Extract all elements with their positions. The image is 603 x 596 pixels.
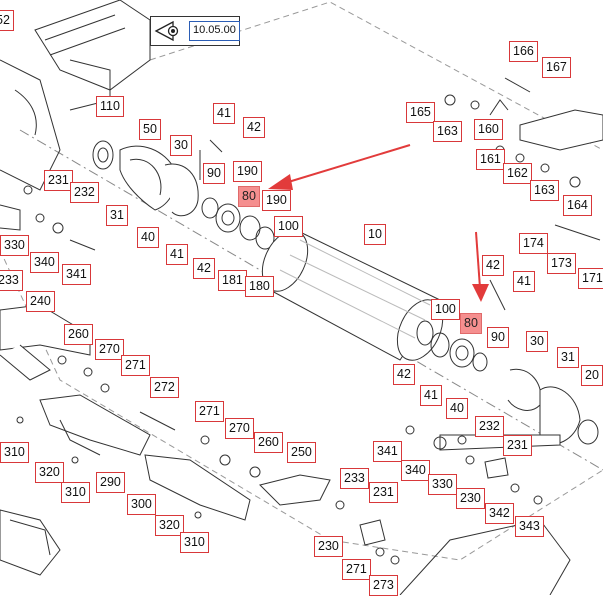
part-label[interactable]: 90 xyxy=(203,163,225,184)
part-label[interactable]: 161 xyxy=(476,149,505,170)
part-label[interactable]: 260 xyxy=(64,324,93,345)
part-label[interactable]: 100 xyxy=(274,216,303,237)
part-label[interactable]: 310 xyxy=(0,442,29,463)
part-label[interactable]: 180 xyxy=(245,276,274,297)
part-label[interactable]: 270 xyxy=(95,339,124,360)
part-label[interactable]: 165 xyxy=(406,102,435,123)
part-label[interactable]: 42 xyxy=(193,258,215,279)
part-label[interactable]: 310 xyxy=(61,482,90,503)
main-roller xyxy=(261,230,444,361)
mount-left xyxy=(0,185,96,251)
center-axis xyxy=(19,129,603,471)
part-label[interactable]: 40 xyxy=(446,398,468,419)
part-label[interactable]: 42 xyxy=(393,364,415,385)
eye-view-icon xyxy=(154,20,179,42)
part-label[interactable]: 31 xyxy=(106,205,128,226)
part-label[interactable]: 42 xyxy=(482,255,504,276)
part-label[interactable]: 230 xyxy=(314,536,343,557)
part-label-highlighted[interactable]: 80 xyxy=(460,313,482,334)
part-label[interactable]: 110 xyxy=(96,96,124,117)
part-label[interactable]: 100 xyxy=(431,299,460,320)
bearing-stack-right xyxy=(430,279,599,445)
parts-lower-right xyxy=(335,425,571,595)
part-label[interactable]: 270 xyxy=(225,418,254,439)
part-label[interactable]: 41 xyxy=(166,244,188,265)
seal-plate-left xyxy=(164,163,199,217)
part-label[interactable]: 164 xyxy=(563,195,592,216)
part-label[interactable]: 271 xyxy=(121,355,150,376)
part-label[interactable]: 310 xyxy=(180,532,209,553)
part-label[interactable]: 340 xyxy=(30,252,59,273)
part-label[interactable]: 167 xyxy=(542,57,571,78)
part-label[interactable]: 290 xyxy=(96,472,125,493)
part-label[interactable]: 174 xyxy=(519,233,548,254)
part-label-highlighted[interactable]: 80 xyxy=(238,186,260,207)
part-label[interactable]: 271 xyxy=(195,401,224,422)
part-label[interactable]: 231 xyxy=(44,170,73,191)
part-label[interactable]: 173 xyxy=(547,253,576,274)
part-label[interactable]: 163 xyxy=(530,180,559,201)
part-label[interactable]: 40 xyxy=(137,227,159,248)
version-number: 10.05.00 xyxy=(189,21,240,41)
part-label[interactable]: 232 xyxy=(70,182,99,203)
part-label[interactable]: 41 xyxy=(513,271,535,292)
part-label[interactable]: 250 xyxy=(287,442,316,463)
part-label[interactable]: 10 xyxy=(364,224,386,245)
part-label[interactable]: 233 xyxy=(340,468,369,489)
part-label[interactable]: 272 xyxy=(150,377,179,398)
part-label[interactable]: 20 xyxy=(581,365,603,386)
bracket-upper-right xyxy=(444,77,603,241)
part-label[interactable]: 41 xyxy=(213,103,235,124)
part-label[interactable]: 181 xyxy=(218,270,247,291)
bearing-housing-left xyxy=(92,140,177,211)
arrow-to-80-left xyxy=(268,144,411,190)
part-label[interactable]: 340 xyxy=(401,460,430,481)
part-label[interactable]: 166 xyxy=(509,41,538,62)
part-label[interactable]: 342 xyxy=(485,503,514,524)
part-label[interactable]: 330 xyxy=(428,474,457,495)
arrow-to-80-right xyxy=(472,231,489,302)
part-label[interactable]: 232 xyxy=(475,416,504,437)
part-label[interactable]: 300 xyxy=(127,494,156,515)
part-label[interactable]: 231 xyxy=(503,435,532,456)
part-label[interactable]: 30 xyxy=(170,135,192,156)
part-label[interactable]: 190 xyxy=(262,190,291,211)
part-label[interactable]: 330 xyxy=(0,235,29,256)
part-label[interactable]: 162 xyxy=(503,163,532,184)
part-label[interactable]: 31 xyxy=(557,347,579,368)
part-label[interactable]: 341 xyxy=(373,441,402,462)
part-label[interactable]: 171 xyxy=(578,268,603,289)
part-label[interactable]: 233 xyxy=(0,270,23,291)
part-label[interactable]: 260 xyxy=(254,432,283,453)
bearing-stack-left xyxy=(199,139,275,250)
part-label[interactable]: 160 xyxy=(474,119,503,140)
part-label[interactable]: 320 xyxy=(35,462,64,483)
part-label[interactable]: 42 xyxy=(243,117,265,138)
part-label[interactable]: 41 xyxy=(420,385,442,406)
part-label[interactable]: 343 xyxy=(515,516,544,537)
part-label[interactable]: 230 xyxy=(456,488,485,509)
part-label[interactable]: 190 xyxy=(233,161,262,182)
part-label[interactable]: 341 xyxy=(62,264,91,285)
part-label[interactable]: 320 xyxy=(155,515,184,536)
version-box: 10.05.00 xyxy=(150,16,240,46)
part-label[interactable]: 163 xyxy=(433,121,462,142)
part-label[interactable]: 52 xyxy=(0,10,14,31)
part-label[interactable]: 271 xyxy=(342,559,371,580)
part-label[interactable]: 240 xyxy=(26,291,55,312)
frame-upper-left xyxy=(0,0,151,191)
part-label[interactable]: 90 xyxy=(487,327,509,348)
part-label[interactable]: 231 xyxy=(369,482,398,503)
part-label[interactable]: 30 xyxy=(526,331,548,352)
part-label[interactable]: 50 xyxy=(139,119,161,140)
part-label[interactable]: 273 xyxy=(369,575,398,596)
